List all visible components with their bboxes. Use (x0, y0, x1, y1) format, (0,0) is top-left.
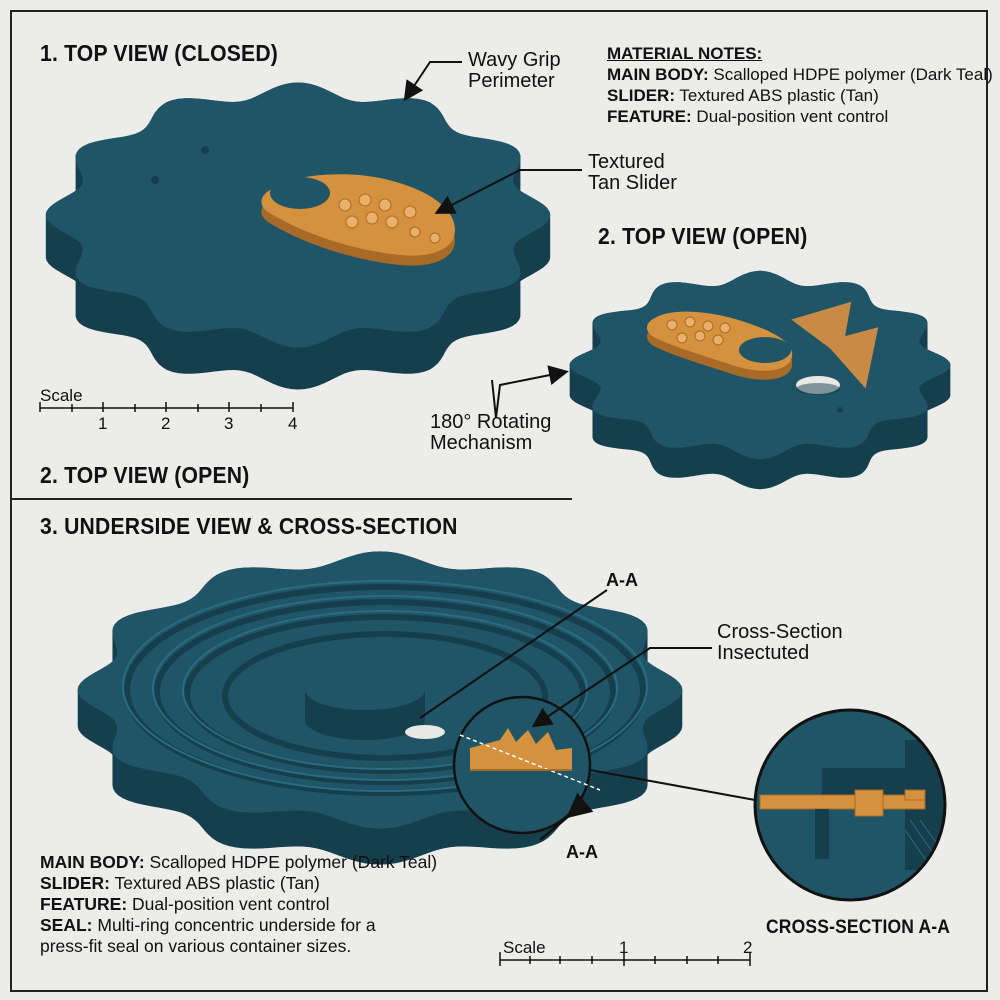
scale-top-tick-3: 3 (224, 414, 234, 433)
scale-top-tick-4: 4 (288, 414, 298, 433)
cross-section-title: CROSS-SECTION A-A (766, 917, 951, 938)
scale-bottom-tick-2: 2 (743, 938, 753, 957)
tan-slider-closed (261, 174, 455, 266)
section-label-bottom: A-A (566, 842, 598, 862)
rotation-arrow (791, 301, 879, 389)
section-arrow (539, 792, 594, 841)
tan-slider-open (646, 311, 793, 380)
drawing-frame (10, 10, 988, 992)
section-label-top: A-A (606, 570, 638, 590)
closed-view-title: 1. TOP VIEW (CLOSED) (40, 40, 279, 66)
scale-top-label: Scale (40, 386, 83, 405)
section-divider (12, 498, 572, 500)
underside-view-title: 3. UNDERSIDE VIEW & CROSS-SECTION (40, 513, 458, 539)
open-lid-disc (569, 270, 951, 490)
scale-bottom-label: Scale (503, 938, 546, 957)
section-line-top (419, 589, 608, 719)
scale-bottom-tick-1: 1 (619, 938, 629, 957)
material-notes: MATERIAL NOTES: MAIN BODY: Scalloped HDP… (607, 44, 993, 126)
open-view-title-left: 2. TOP VIEW (OPEN) (40, 462, 250, 488)
bottom-notes: MAIN BODY: Scalloped HDPE polymer (Dark … (40, 852, 438, 956)
scale-top-tick-1: 1 (98, 414, 108, 433)
scale-top-tick-2: 2 (161, 414, 171, 433)
underside-disc (77, 551, 683, 865)
section-zoom-circle (452, 695, 601, 835)
scale-bar-bottom (499, 952, 751, 966)
grip-leader (403, 61, 462, 102)
rotation-leader (491, 365, 569, 419)
open-view-title-right: 2. TOP VIEW (OPEN) (598, 223, 808, 249)
slider-leader (434, 169, 582, 214)
scale-bar-top (39, 402, 294, 412)
insect-leader (531, 647, 712, 728)
cross-section-detail (753, 708, 947, 902)
zoom-connector (589, 769, 756, 801)
